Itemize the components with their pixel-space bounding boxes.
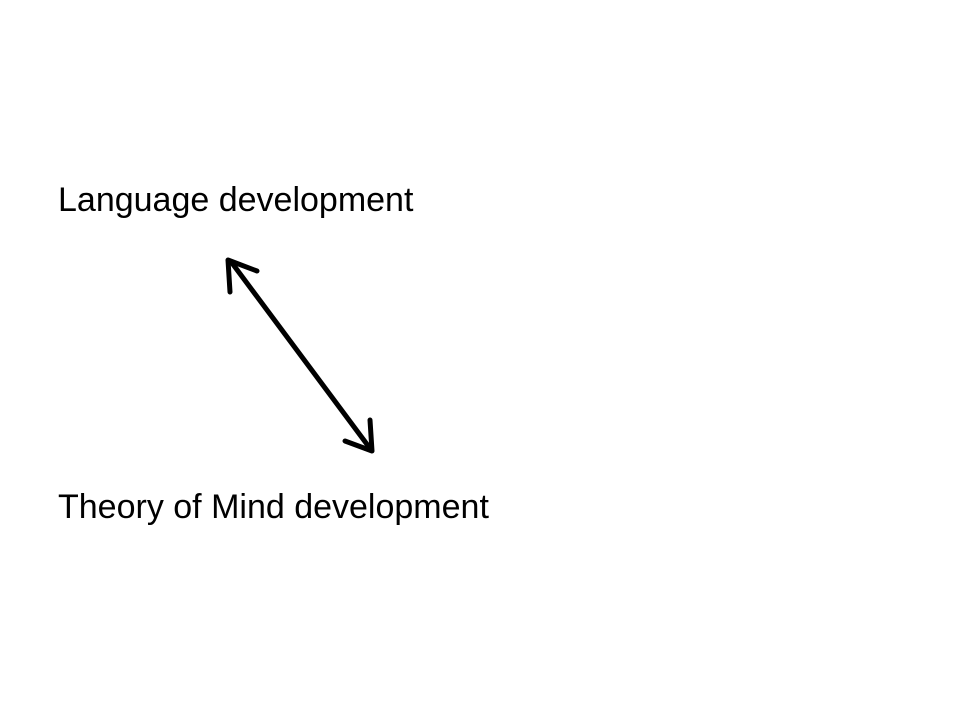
arrow-shaft <box>229 260 372 450</box>
node-theory-of-mind-development: Theory of Mind development <box>58 488 489 526</box>
arrow-head-bottom <box>342 417 375 454</box>
node-language-development: Language development <box>58 181 414 219</box>
arrow-head-top <box>225 257 260 295</box>
